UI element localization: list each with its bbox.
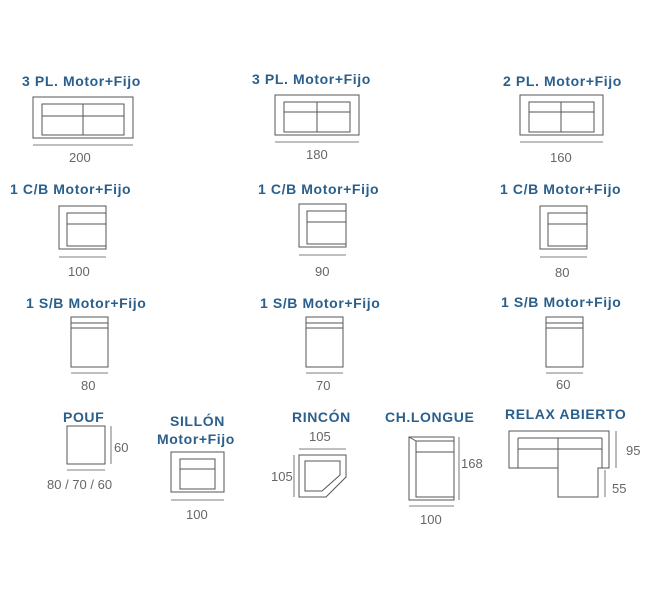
cb-80-title: 1 C/B Motor+Fijo <box>500 181 622 197</box>
sb-80-drawing <box>70 316 109 374</box>
pouf-title: POUF <box>63 409 105 425</box>
chlongue-drawing <box>408 436 460 507</box>
sofa3-200-drawing <box>32 96 134 146</box>
chlongue-dim-bottom: 100 <box>420 512 442 527</box>
pouf-dim-side: 60 <box>114 440 129 455</box>
relax-title: RELAX ABIERTO <box>505 406 627 422</box>
sb-80-dim: 80 <box>81 378 96 393</box>
sofa3-180-drawing <box>274 94 360 143</box>
pouf-dim-bottom: 80 / 70 / 60 <box>47 477 113 492</box>
rincon-title: RINCÓN <box>292 409 351 425</box>
chlongue-title: CH.LONGUE <box>385 409 475 425</box>
relax-dim-side-top: 95 <box>626 443 641 458</box>
cb-80-drawing <box>539 205 588 258</box>
relax-drawing <box>508 430 617 498</box>
sillon-title-line1: SILLÓN <box>170 413 225 429</box>
sb-70-dim: 70 <box>316 378 331 393</box>
relax-dim-side-bottom: 55 <box>612 481 627 496</box>
sillon-title-line2: Motor+Fijo <box>157 431 235 447</box>
sb-70-title: 1 S/B Motor+Fijo <box>260 295 381 311</box>
cb-90-dim: 90 <box>315 264 330 279</box>
sb-60-dim: 60 <box>556 377 571 392</box>
rincon-dim-side: 105 <box>271 469 293 484</box>
sb-70-drawing <box>305 316 344 374</box>
pouf-drawing <box>66 425 112 471</box>
sofa3-200-dim: 200 <box>69 150 91 165</box>
cb-90-title: 1 C/B Motor+Fijo <box>258 181 380 197</box>
cb-100-drawing <box>58 205 107 258</box>
sb-60-drawing <box>545 316 584 374</box>
sofa2-160-dim: 160 <box>550 150 572 165</box>
rincon-drawing <box>293 448 347 498</box>
rincon-dim-top: 105 <box>309 429 331 444</box>
sofa3-200-title: 3 PL. Motor+Fijo <box>22 73 141 89</box>
sofa2-160-drawing <box>519 94 604 143</box>
sb-60-title: 1 S/B Motor+Fijo <box>501 294 622 310</box>
cb-90-drawing <box>298 203 347 256</box>
sb-80-title: 1 S/B Motor+Fijo <box>26 295 147 311</box>
chlongue-dim-side: 168 <box>461 456 483 471</box>
cb-80-dim: 80 <box>555 265 570 280</box>
sillon-drawing <box>170 451 225 501</box>
cb-100-dim: 100 <box>68 264 90 279</box>
sillon-dim: 100 <box>186 507 208 522</box>
sofa3-180-dim: 180 <box>306 147 328 162</box>
cb-100-title: 1 C/B Motor+Fijo <box>10 181 132 197</box>
sofa2-160-title: 2 PL. Motor+Fijo <box>503 73 622 89</box>
sofa3-180-title: 3 PL. Motor+Fijo <box>252 71 371 87</box>
